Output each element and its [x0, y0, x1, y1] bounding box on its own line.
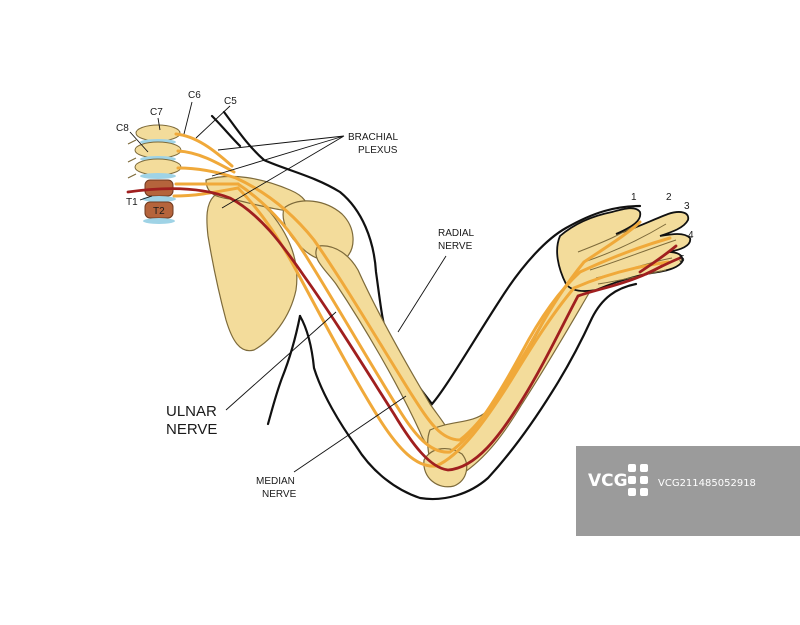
labels: C5 C6 C7 C8 T1 T2 BRACHIAL PLEXUS RADIAL… [116, 90, 694, 500]
armpit-outline [298, 282, 638, 501]
label-brachial: BRACHIAL [348, 132, 398, 143]
nerve-root-c5 [174, 132, 234, 168]
upper-shoulder-outline [210, 114, 242, 148]
cervical-spine [127, 124, 182, 224]
spinous-processes [127, 139, 137, 179]
label-radial: RADIAL [438, 228, 475, 239]
finger-bones [577, 221, 677, 285]
leader-c8 [129, 131, 149, 153]
label-finger-4: 4 [688, 230, 694, 241]
leader-c5 [195, 105, 231, 139]
label-c5: C5 [224, 96, 237, 107]
label-plexus: PLEXUS [358, 145, 398, 156]
label-ulnar-nerve: NERVE [166, 421, 217, 438]
radial-nerve [234, 176, 642, 442]
nerve-root-c6 [176, 149, 236, 174]
median-nerve [236, 182, 672, 454]
leader-c7 [157, 117, 161, 131]
subclavian-axillary-artery [126, 187, 664, 472]
leader-lines [129, 101, 447, 473]
label-finger-5: 5 [679, 254, 685, 265]
leader-t1 [139, 195, 153, 201]
label-c8: C8 [116, 123, 129, 134]
vertebra-c5 [135, 124, 181, 142]
vertebra-c7 [134, 158, 182, 176]
label-c7: C7 [150, 107, 163, 118]
label-median-nerve: NERVE [262, 489, 297, 500]
label-finger-3: 3 [684, 201, 690, 212]
leader-radial-nerve [397, 255, 447, 333]
label-t2: T2 [153, 206, 165, 217]
nerve-root-c7 [176, 166, 238, 180]
disc-t1 [142, 196, 176, 202]
disc-c7 [140, 173, 176, 179]
brachial-plexus-nerves [172, 132, 672, 468]
watermark-logo-text: VCG [588, 471, 628, 491]
watermark-logo-icon [628, 464, 648, 496]
hand-arteries [638, 244, 682, 276]
back-torso-outline [266, 314, 302, 426]
leader-c6 [183, 101, 193, 135]
label-ulnar: ULNAR [166, 403, 217, 420]
watermark-id: VCG211485052918 [658, 478, 756, 489]
leader-median-nerve [293, 395, 407, 473]
leader-ulnar-nerve [225, 311, 337, 411]
disc-t2 [143, 218, 175, 224]
label-median: MEDIAN [256, 476, 295, 487]
label-finger-2: 2 [666, 192, 672, 203]
label-finger-1: 1 [631, 192, 637, 203]
nerve-root-t1 [172, 186, 240, 198]
elbow-joint [423, 448, 468, 488]
vertebra-c6 [134, 141, 182, 159]
label-c6: C6 [188, 90, 201, 101]
leader-brachial-plexus [211, 135, 345, 209]
label-t1: T1 [126, 197, 138, 208]
watermark-box [576, 446, 800, 536]
artery [126, 187, 682, 472]
label-radial-nerve: NERVE [438, 241, 473, 252]
watermark: VCG VCG211485052918 [576, 446, 800, 536]
